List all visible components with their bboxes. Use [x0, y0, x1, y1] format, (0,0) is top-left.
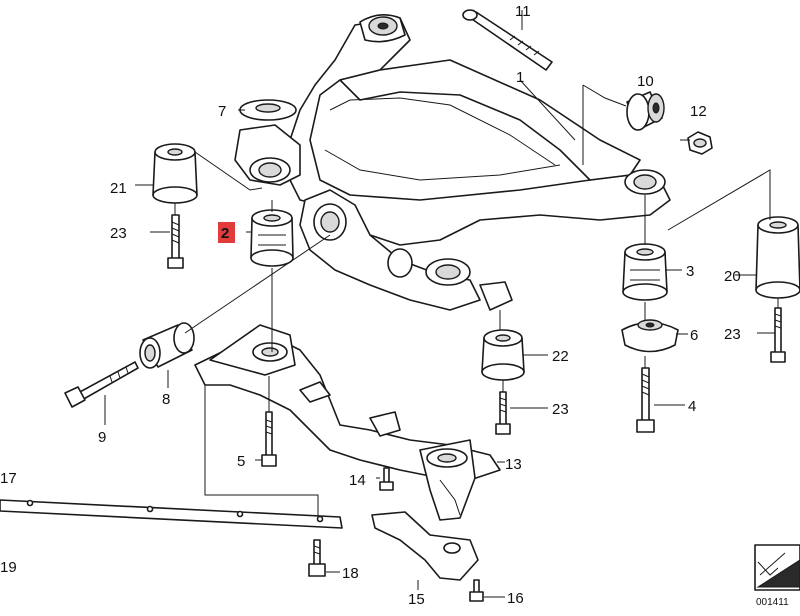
- nut-part-12: [687, 131, 713, 155]
- strut-bar-part-17: [0, 499, 343, 529]
- mount-part-20: [755, 216, 800, 299]
- leader-lines: [104, 10, 779, 598]
- callout-7: 7: [218, 103, 226, 120]
- callout-19: 19: [0, 559, 17, 576]
- washer-part-7: [239, 99, 297, 121]
- callout-15: 15: [408, 591, 425, 608]
- bolt-part-11: [462, 9, 553, 71]
- document-number: 001411: [756, 597, 789, 608]
- bolt-part-23-right: [770, 307, 786, 363]
- bolt-part-9: [64, 361, 139, 408]
- bolt-part-23-left: [167, 214, 184, 269]
- callout-8: 8: [162, 391, 170, 408]
- callout-11: 11: [515, 3, 531, 20]
- bracket-part-15: [371, 511, 479, 581]
- callout-17: 17: [0, 470, 17, 487]
- bushing-part-10: [626, 91, 665, 131]
- document-stamp: [754, 544, 800, 591]
- callout-10: 10: [637, 73, 654, 90]
- bolt-part-23-middle: [495, 391, 511, 435]
- bolt-part-18: [308, 539, 326, 577]
- bolt-part-16: [469, 579, 484, 602]
- bushing-part-2: [250, 209, 294, 267]
- bushing-part-3: [622, 243, 668, 301]
- callout-1: 1: [516, 69, 524, 86]
- callout-13: 13: [505, 456, 522, 473]
- callout-4: 4: [688, 398, 696, 415]
- callout-23-right: 23: [724, 326, 741, 343]
- callout-2: 2: [221, 225, 229, 242]
- bolt-part-14: [379, 467, 394, 491]
- callout-14: 14: [349, 472, 366, 489]
- callout-12: 12: [690, 103, 707, 120]
- callout-18: 18: [342, 565, 359, 582]
- callout-6: 6: [690, 327, 698, 344]
- callout-3: 3: [686, 263, 694, 280]
- washer-part-6: [621, 319, 679, 353]
- bolt-part-5: [261, 411, 277, 467]
- callout-23-left: 23: [110, 225, 127, 242]
- bushing-part-8: [139, 322, 195, 369]
- callout-16: 16: [507, 590, 524, 607]
- mount-part-22: [481, 329, 525, 381]
- cross-member-part-13: [194, 324, 501, 521]
- callout-21: 21: [110, 180, 127, 197]
- highlight-marker: [218, 222, 235, 243]
- callout-5: 5: [237, 453, 245, 470]
- callout-22: 22: [552, 348, 569, 365]
- axle-carrier-part-1: [234, 14, 671, 311]
- callout-23-middle: 23: [552, 401, 569, 418]
- callout-20: 20: [724, 268, 741, 285]
- callout-9: 9: [98, 429, 106, 446]
- mount-part-21: [152, 143, 198, 204]
- bolt-part-4: [636, 367, 655, 433]
